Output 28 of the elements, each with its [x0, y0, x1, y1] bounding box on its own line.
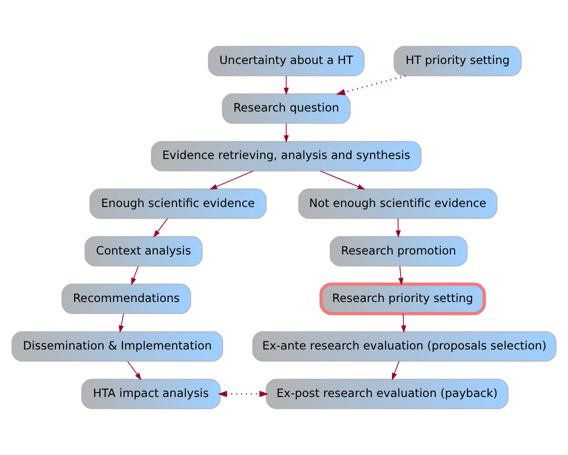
- node-box: Ex-ante research evaluation (proposals selection): [252, 331, 556, 362]
- arrow: [401, 313, 406, 333]
- node-box: Not enough scientific evidence: [298, 188, 498, 219]
- node-box: Dissemination & Implementation: [12, 331, 224, 362]
- node-box: Ex-post research evaluation (payback): [266, 378, 508, 410]
- arrow: [127, 360, 142, 380]
- node-box: Research priority setting: [319, 282, 486, 316]
- arrow: [284, 123, 289, 143]
- node-box: HTA impact analysis: [81, 378, 221, 410]
- arrow: [284, 75, 289, 96]
- node-box: Evidence retrieving, analysis and synthesis: [150, 141, 422, 172]
- arrow: [131, 266, 139, 286]
- node-box: Research promotion: [330, 236, 468, 266]
- arrow: [153, 218, 168, 238]
- node-box: Enough scientific evidence: [89, 188, 267, 219]
- arrow: [210, 170, 254, 190]
- arrow: [320, 170, 366, 190]
- node-box: Context analysis: [84, 236, 203, 266]
- arrow: [396, 218, 401, 238]
- arrow: [118, 313, 124, 333]
- arrow: [218, 390, 268, 398]
- node-box: Uncertainty about a HT: [208, 46, 365, 76]
- arrow: [392, 360, 400, 380]
- node-box: Recommendations: [62, 284, 192, 314]
- arrow: [398, 266, 404, 286]
- node-box: Research question: [222, 93, 351, 124]
- node-box: HT priority setting: [394, 46, 522, 76]
- arrow: [336, 75, 406, 96]
